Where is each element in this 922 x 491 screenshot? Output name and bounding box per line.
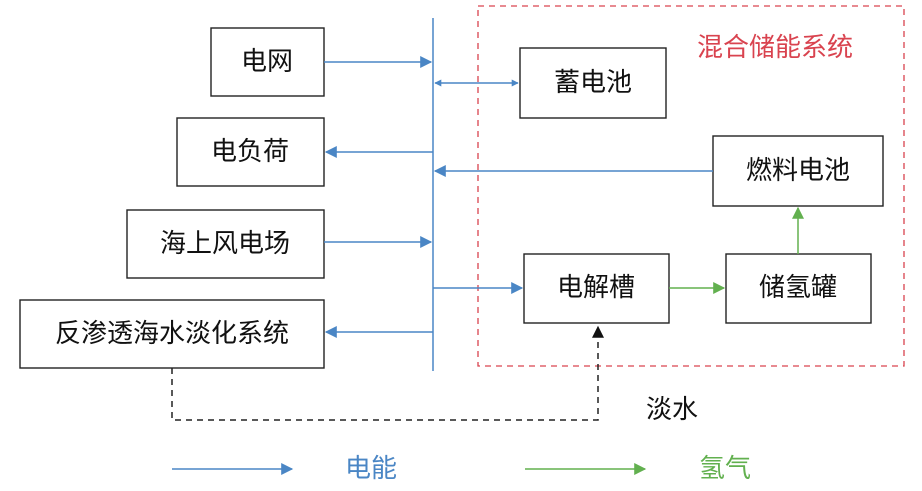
battery-label: 蓄电池	[554, 68, 632, 98]
battery-node: 蓄电池	[519, 47, 667, 119]
grid-label: 电网	[241, 47, 293, 77]
wind-farm-label: 海上风电场	[160, 229, 290, 259]
legend-hydrogen-label: 氢气	[699, 454, 751, 484]
hybrid-storage-label: 混合储能系统	[697, 33, 853, 63]
load-node: 电负荷	[176, 117, 325, 187]
legend-electric-label: 电能	[345, 454, 397, 484]
electrolyzer-node: 电解槽	[523, 253, 670, 324]
fresh-water-flow-line	[171, 325, 604, 421]
grid-node: 电网	[210, 27, 325, 97]
desalination-label: 反渗透海水淡化系统	[55, 319, 289, 349]
load-box	[176, 117, 325, 187]
legend: 电能 氢气	[172, 454, 751, 484]
hybrid-storage-boundary	[477, 5, 905, 367]
electrolyzer-box	[523, 253, 670, 324]
grid-box	[210, 27, 325, 97]
fuel-cell-node: 燃料电池	[712, 135, 884, 207]
wind-farm-box	[126, 209, 325, 279]
load-label: 电负荷	[211, 137, 289, 167]
hydrogen-tank-box	[725, 253, 872, 324]
wind-farm-node: 海上风电场	[126, 209, 325, 279]
hydrogen-tank-label: 储氢罐	[759, 273, 837, 303]
electrolyzer-label: 电解槽	[557, 273, 635, 303]
desalination-node: 反渗透海水淡化系统	[19, 299, 325, 369]
desalination-box	[19, 299, 325, 369]
hydrogen-tank-node: 储氢罐	[725, 253, 872, 324]
battery-box	[519, 47, 667, 119]
fresh-water-label: 淡水	[646, 395, 698, 425]
fuel-cell-box	[712, 135, 884, 207]
fuel-cell-label: 燃料电池	[746, 156, 850, 186]
